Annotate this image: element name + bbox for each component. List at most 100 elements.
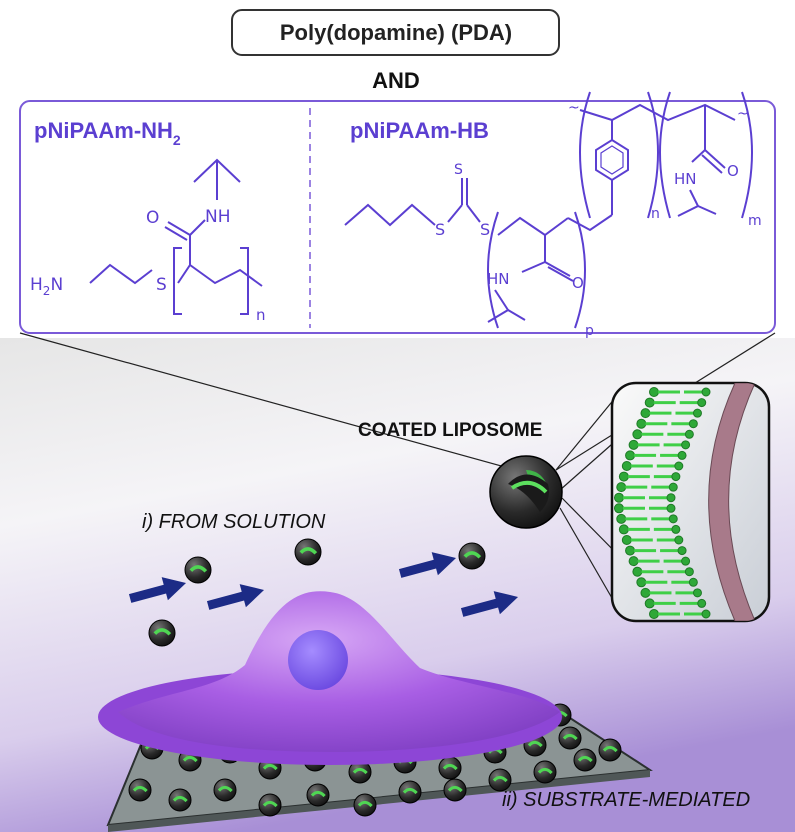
coated-liposome-label: COATED LIPOSOME xyxy=(358,420,542,441)
arrows xyxy=(128,552,519,617)
lipid-head xyxy=(640,408,651,419)
right-hn-m: HN xyxy=(674,170,697,188)
lipid-head xyxy=(671,524,681,534)
substrate-liposome xyxy=(488,768,512,792)
lipid-head xyxy=(625,450,636,461)
right-hn-p: HN xyxy=(487,270,510,288)
lipid-head xyxy=(636,418,647,429)
substrate-liposome xyxy=(128,778,152,802)
lipid-head xyxy=(616,482,627,493)
substrate-edge xyxy=(108,770,650,832)
substrate-liposome xyxy=(443,778,467,802)
floating-liposome xyxy=(148,619,176,647)
from-solution-label: i) FROM SOLUTION xyxy=(142,511,326,533)
lipid-head xyxy=(684,429,694,439)
substrate-liposome xyxy=(438,756,462,780)
lipid-head xyxy=(628,439,639,450)
lipid-head xyxy=(618,471,629,482)
title-text: Poly(dopamine) (PDA) xyxy=(280,20,512,45)
floating-liposome xyxy=(184,556,212,584)
left-o: O xyxy=(146,208,159,228)
lipid-head xyxy=(701,387,711,397)
lipid-head xyxy=(613,492,624,503)
lipid-head xyxy=(666,503,676,513)
lipid-head xyxy=(644,397,655,408)
floating-liposomes xyxy=(148,538,486,647)
nucleus xyxy=(288,630,348,690)
left-s: S xyxy=(156,275,167,295)
lipid-head xyxy=(692,408,702,418)
lipid-head xyxy=(701,609,711,619)
substrate-liposome xyxy=(353,793,377,817)
coated-liposome xyxy=(489,455,563,529)
right-m: m xyxy=(748,213,762,229)
right-n: n xyxy=(651,206,660,222)
arrow-4 xyxy=(460,591,519,617)
right-o-p: O xyxy=(572,274,584,292)
substrate-liposome xyxy=(533,760,557,784)
left-nh: NH xyxy=(205,207,231,227)
lipid-head xyxy=(613,503,624,514)
lipid-head xyxy=(616,513,627,524)
lipid-head xyxy=(688,577,698,587)
lipid-bilayer xyxy=(613,387,711,619)
lipid-head xyxy=(621,535,632,545)
arrow-2 xyxy=(206,584,265,610)
lipid-head xyxy=(692,588,702,598)
lipid-head xyxy=(621,461,632,471)
lipid-head xyxy=(677,546,687,556)
lipid-head xyxy=(677,450,687,460)
title-box: Poly(dopamine) (PDA) xyxy=(231,9,560,56)
substrate-liposome xyxy=(558,726,582,750)
left-n: n xyxy=(256,306,266,324)
lipid-head xyxy=(640,587,651,598)
floating-liposome xyxy=(294,538,322,566)
lipid-head xyxy=(666,493,676,503)
right-s-1: S xyxy=(435,220,445,239)
substrate-liposome xyxy=(258,793,282,817)
lipid-head xyxy=(636,577,647,588)
lipid-head xyxy=(681,556,691,566)
substrate-liposome xyxy=(213,778,237,802)
left-h2n: H2N xyxy=(30,275,63,298)
left-polymer-name: pNiPAAm-NH2 xyxy=(34,118,181,148)
lipid-head xyxy=(632,429,643,440)
right-p: p xyxy=(585,323,594,339)
lipid-head xyxy=(671,472,681,482)
right-s-top: S xyxy=(454,162,463,178)
substrate-liposome xyxy=(573,748,597,772)
left-structure xyxy=(89,158,263,315)
right-o-m: O xyxy=(727,162,739,180)
lipid-head xyxy=(632,566,643,577)
lipid-head xyxy=(649,609,659,619)
substrate-liposome xyxy=(398,780,422,804)
right-polymer-name: pNiPAAm-HB xyxy=(350,118,489,143)
lipid-head xyxy=(697,398,707,408)
lipid-head xyxy=(668,482,678,492)
lipid-head xyxy=(628,556,639,567)
right-structure xyxy=(344,91,753,329)
lipid-head xyxy=(697,598,707,608)
wavy-right: ~ xyxy=(737,106,749,122)
cell xyxy=(98,591,562,765)
lipid-head xyxy=(681,440,691,450)
lipid-head xyxy=(649,387,659,397)
lipid-head xyxy=(688,419,698,429)
lipid-head xyxy=(674,461,684,471)
substrate-liposome xyxy=(306,783,330,807)
substrate-liposome xyxy=(598,738,622,762)
lipid-head xyxy=(684,567,694,577)
floating-liposome xyxy=(458,542,486,570)
membrane-inset xyxy=(610,381,771,623)
lipid-head xyxy=(668,514,678,524)
arrow-3 xyxy=(398,552,457,578)
lipid-head xyxy=(618,524,629,535)
substrate-liposome xyxy=(168,788,192,812)
lipid-head xyxy=(644,598,655,609)
and-text: AND xyxy=(372,68,420,93)
lipid-head xyxy=(674,535,684,545)
right-s-2: S xyxy=(480,220,490,239)
lipid-head xyxy=(625,545,636,556)
